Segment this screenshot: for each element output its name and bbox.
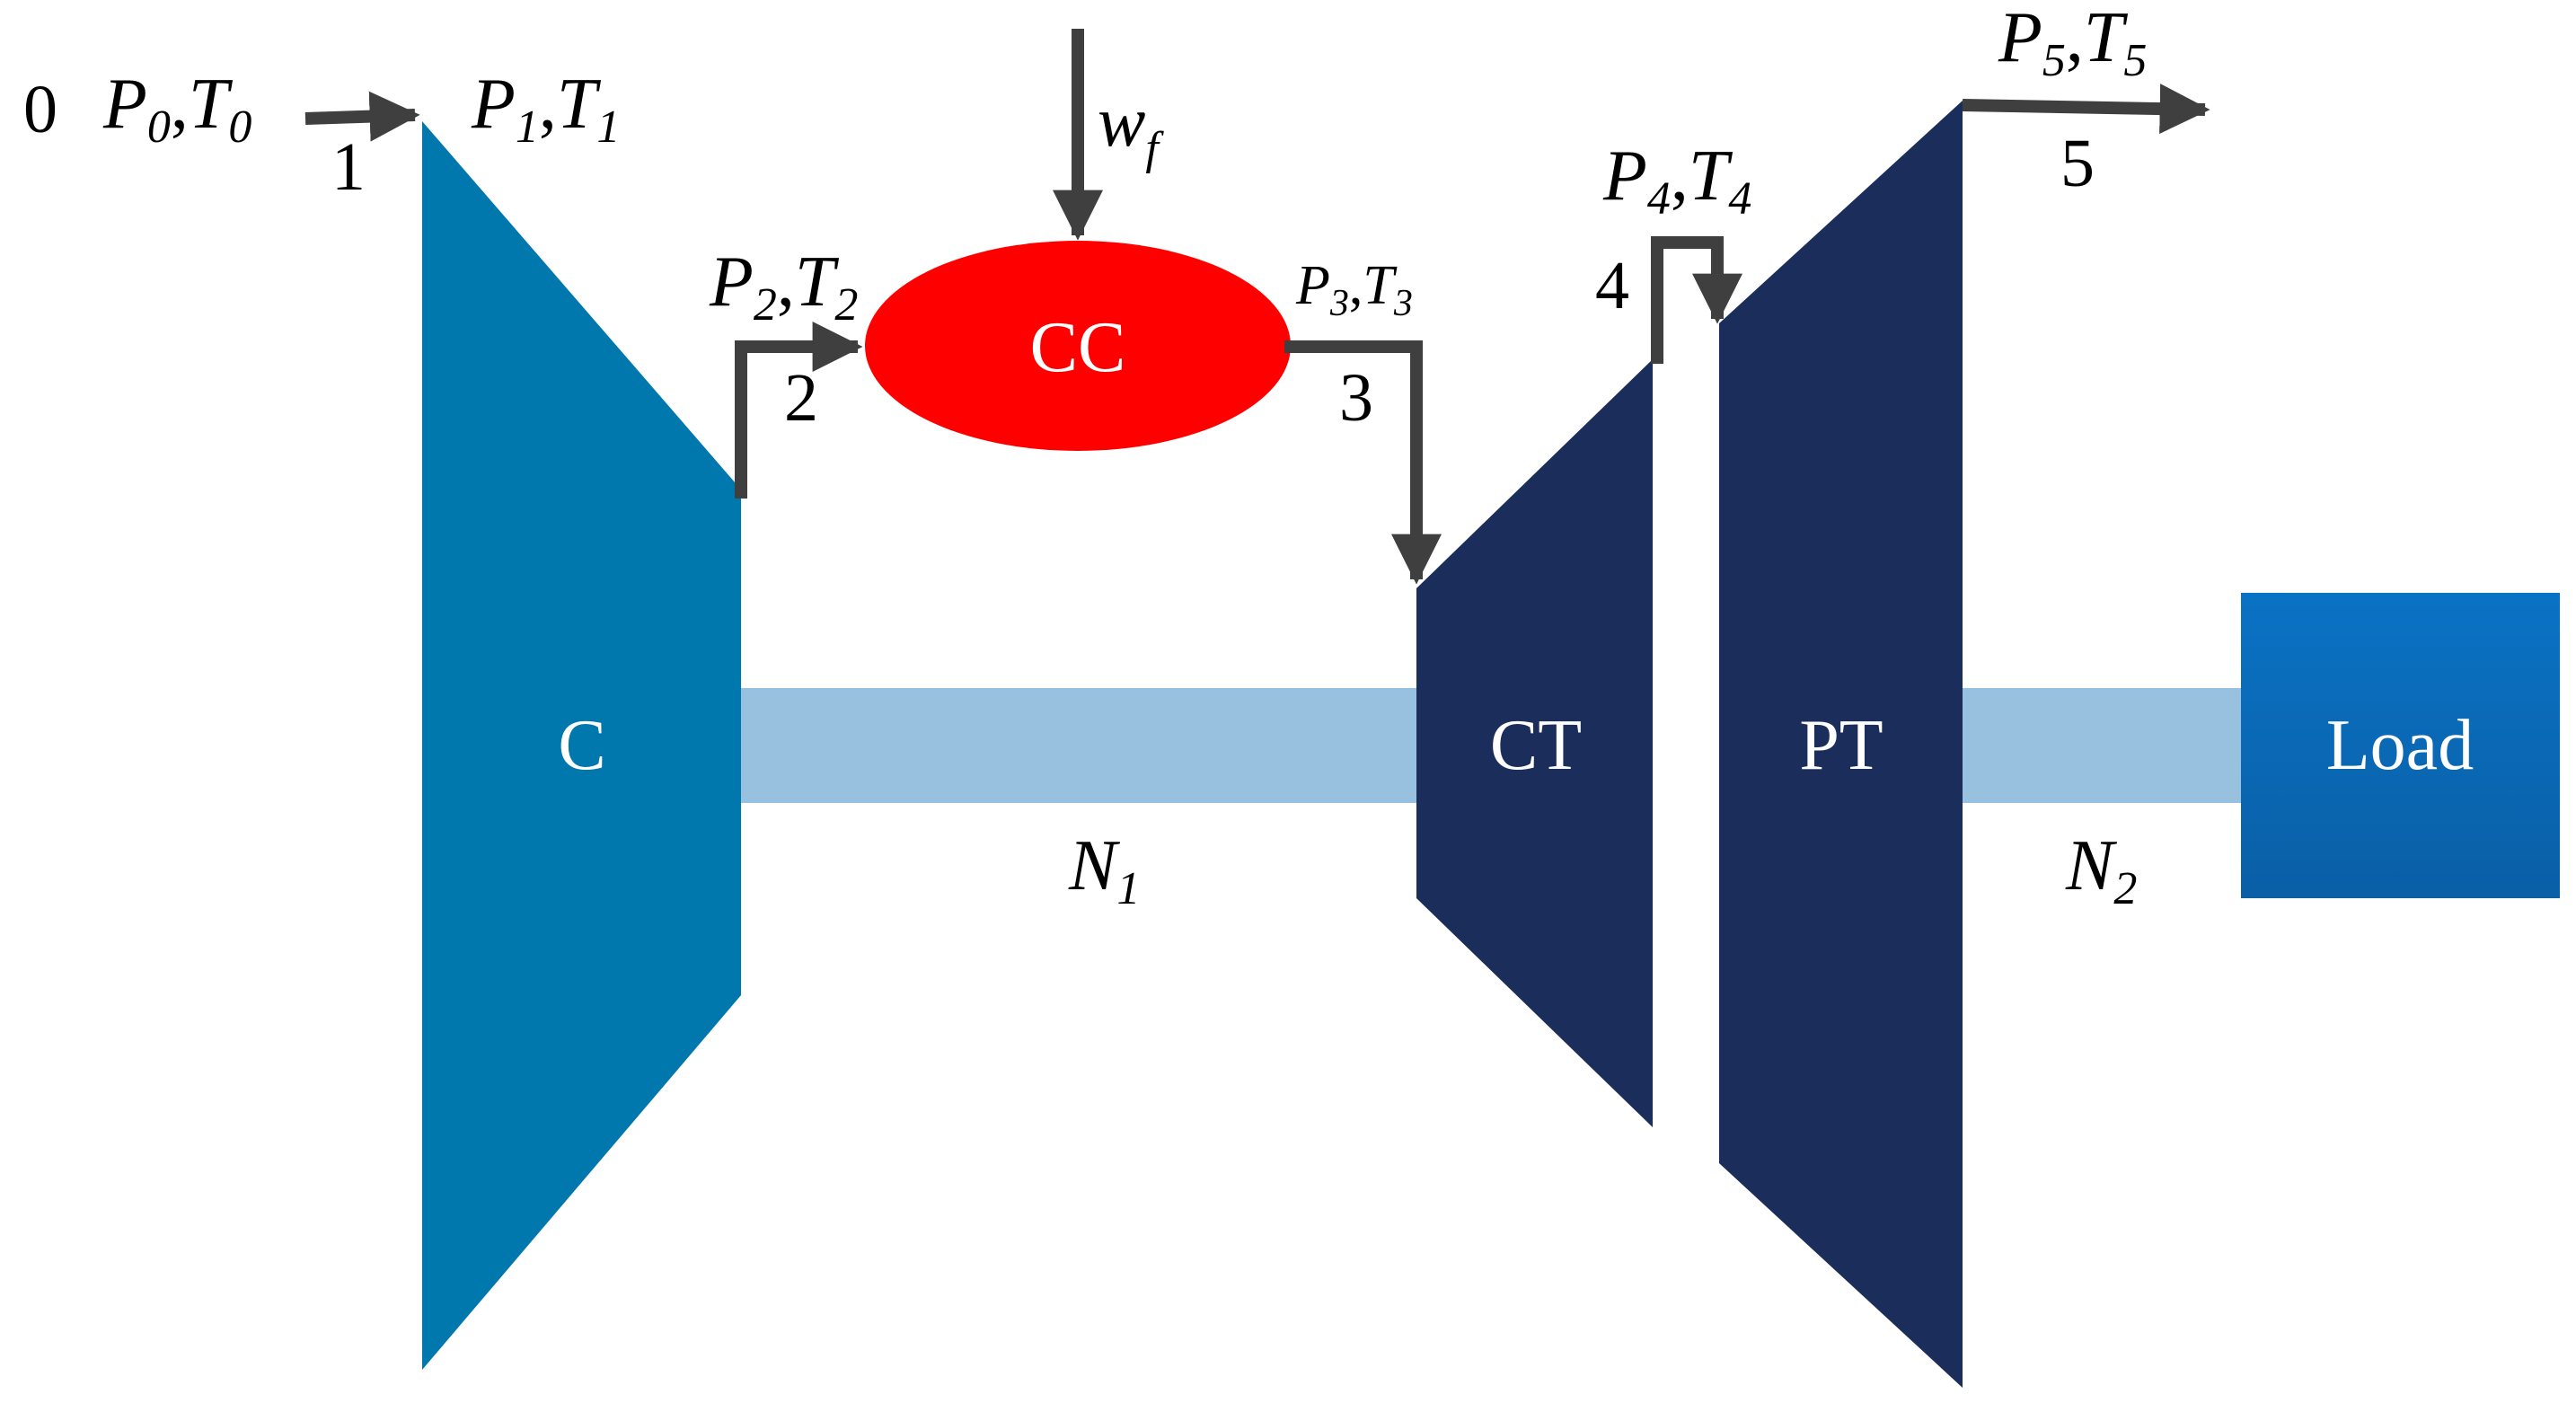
load-block [2241, 593, 2560, 898]
combustor-block [865, 241, 1291, 451]
state-label-1: P1,T1 [471, 65, 620, 153]
speed-label-n2: N2 [2065, 826, 2137, 914]
state-label-0: P0,T0 [102, 65, 251, 153]
power-turbine-label: PT [1799, 706, 1883, 785]
state-label-4: P4,T4 [1602, 137, 1751, 225]
power-turbine-block [1719, 101, 1963, 1388]
interturbine-duct-arrow [1651, 236, 1742, 364]
load-label: Load [2326, 706, 2474, 785]
compressor-block [422, 121, 741, 1370]
speed-label-n1: N1 [1068, 826, 1140, 914]
station-1: 1 [331, 129, 366, 205]
compressor-turbine-block [1416, 359, 1653, 1127]
combustor-label: CC [1030, 308, 1126, 387]
state-label-2: P2,T2 [709, 243, 858, 331]
exhaust-arrow [1962, 84, 2210, 135]
station-3: 3 [1339, 360, 1373, 436]
station-0: 0 [23, 72, 57, 147]
state-label-5: P5,T5 [1998, 0, 2147, 86]
station-2: 2 [784, 360, 818, 436]
shaft-n2 [1958, 688, 2254, 803]
compressor-label: C [558, 706, 605, 785]
shaft-n1 [737, 688, 1419, 803]
compressor-to-combustor-arrow [735, 322, 863, 499]
compressor-turbine-label: CT [1490, 706, 1582, 785]
fuel-flow-label: wf [1098, 83, 1164, 174]
inlet-arrow [304, 91, 420, 142]
station-4: 4 [1595, 248, 1629, 323]
state-label-3: P3,T3 [1295, 255, 1413, 324]
combustor-to-turbine-arrow [1284, 340, 1442, 585]
station-5: 5 [2060, 126, 2095, 201]
